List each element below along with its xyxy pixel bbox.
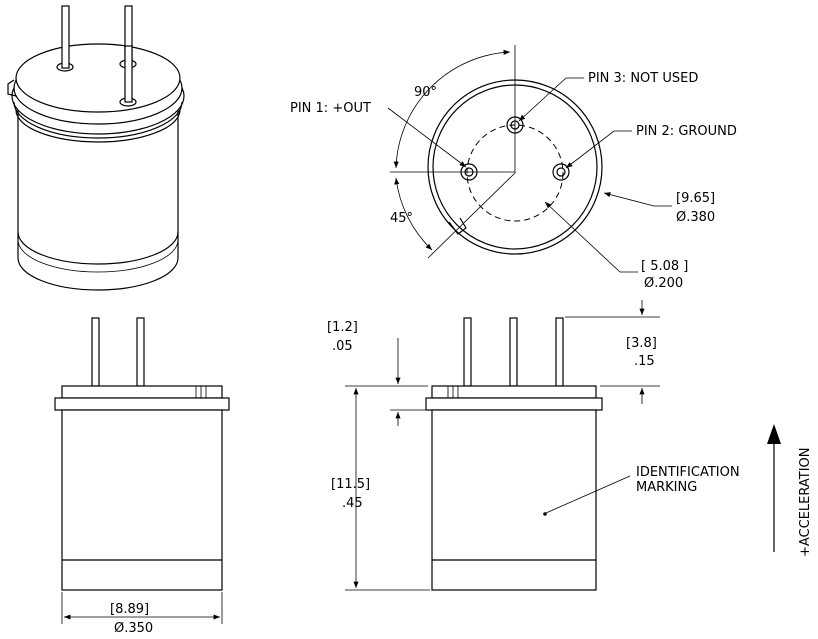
top-view bbox=[387, 45, 672, 273]
pin1-label: PIN 1: +OUT bbox=[290, 101, 371, 116]
pin-length-in: .15 bbox=[634, 354, 655, 369]
body-outer-mm: [9.65] bbox=[676, 191, 715, 206]
identification-line1: IDENTIFICATION bbox=[636, 465, 740, 480]
height-mm: [11.5] bbox=[331, 477, 370, 492]
angle-90-label: 90° bbox=[414, 85, 437, 100]
pin-circle-mm: [ 5.08 ] bbox=[641, 259, 688, 274]
height-in: .45 bbox=[342, 496, 363, 511]
pin2-label: PIN 2: GROUND bbox=[636, 124, 737, 139]
acceleration-label: +ACCELERATION bbox=[798, 447, 813, 557]
isometric-view bbox=[7, 5, 185, 291]
acceleration-arrow bbox=[767, 424, 781, 552]
body-outer-in: Ø.380 bbox=[676, 210, 715, 225]
flange-in: .05 bbox=[332, 339, 353, 354]
front-view-left bbox=[54, 317, 230, 624]
front-view-right bbox=[345, 300, 660, 591]
width-mm: [8.89] bbox=[110, 602, 149, 617]
pin-circle-in: Ø.200 bbox=[644, 276, 683, 291]
width-in: Ø.350 bbox=[114, 621, 153, 636]
identification-line2: MARKING bbox=[636, 480, 697, 495]
pin3-label: PIN 3: NOT USED bbox=[588, 71, 698, 86]
flange-mm: [1.2] bbox=[327, 320, 358, 335]
angle-45-label: 45° bbox=[390, 211, 413, 226]
pin-length-mm: [3.8] bbox=[626, 336, 657, 351]
